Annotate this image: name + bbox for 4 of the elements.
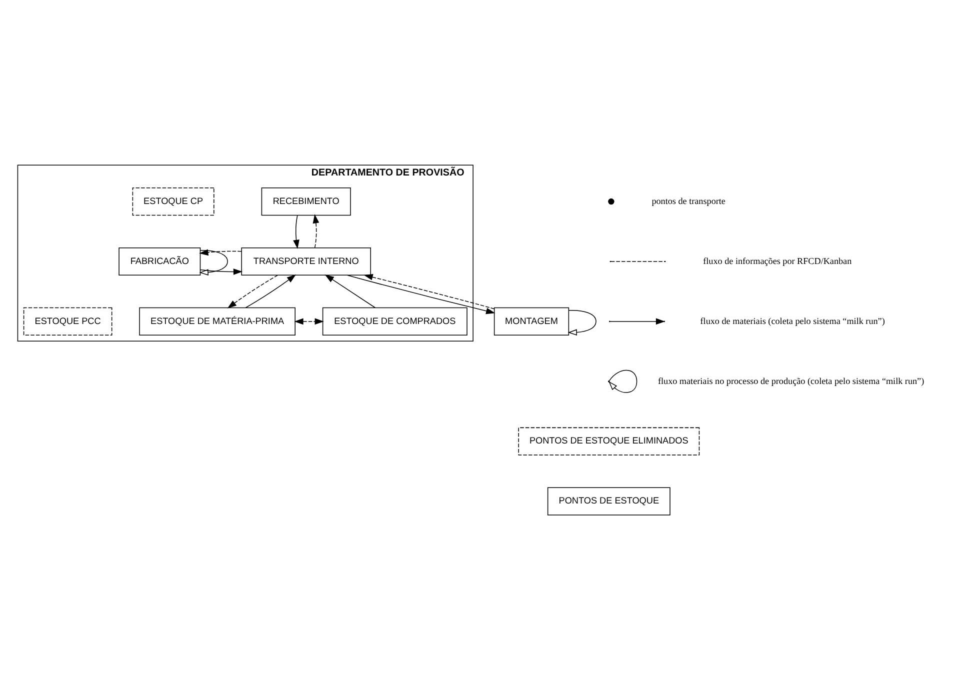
legend-label: fluxo de informações por RFCD/Kanban <box>703 255 852 266</box>
legend-label: fluxo de materiais (coleta pelo sistema “milk run”) <box>700 315 885 326</box>
legend-label: fluxo materiais no processo de produção (coleta pelo sistema “milk run”) <box>658 375 924 386</box>
legend-label: pontos de transporte <box>652 195 726 206</box>
